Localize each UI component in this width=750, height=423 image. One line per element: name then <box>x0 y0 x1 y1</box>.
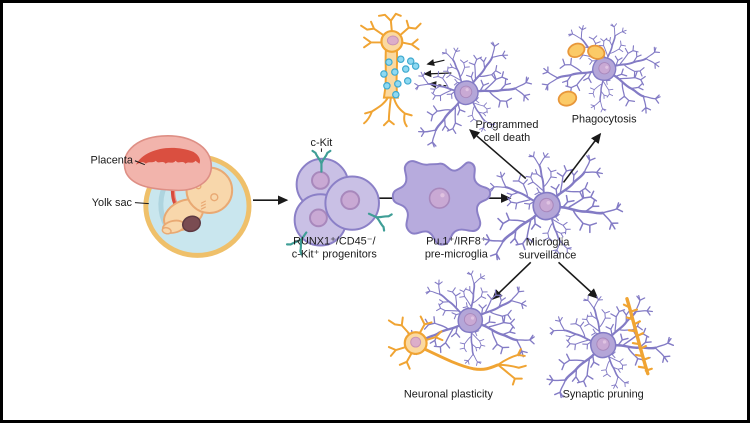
microglia-plasticity-cell <box>396 260 548 383</box>
yolk-sac-label: Yolk sac <box>92 197 133 209</box>
placenta-pointer-line <box>134 160 146 166</box>
placenta-villi <box>135 147 201 165</box>
surveillance-label-line2: surveillance <box>519 249 577 261</box>
yolk-sac-pointer-line <box>134 202 149 205</box>
spiny-dendrite <box>622 297 653 376</box>
embryo-illustration <box>123 135 252 258</box>
pcd-label-line1: Programmed <box>475 119 538 131</box>
apoptotic-neuron <box>360 12 422 128</box>
pre-microglia-label-line2: pre-microglia <box>425 248 489 260</box>
embryo-dark-blob <box>181 215 201 233</box>
apoptotic-bodies <box>380 55 420 99</box>
fetus-hand <box>200 200 206 210</box>
neuron-axon-roots <box>363 96 413 128</box>
pcd-label-line2: cell death <box>484 132 531 144</box>
arrow-to-phagocytosis <box>562 132 602 183</box>
engulfed-debris <box>557 42 606 107</box>
axon-terminal-fan <box>497 348 527 386</box>
pre-microglia-label-line1: Pu.1⁺/IRF8⁺ <box>426 236 487 248</box>
surveillance-label-line1: Microglia <box>526 237 571 249</box>
synaptic-pruning-label: Synaptic pruning <box>563 388 644 400</box>
diagram-canvas: Placenta Yolk sac c-Kit RUNX1⁺/CD45⁻/ c-… <box>91 3 747 420</box>
plasticity-neuron <box>387 315 527 386</box>
progenitors-label-line1: RUNX1⁺/CD45⁻/ <box>293 236 376 248</box>
neuronal-plasticity-label: Neuronal plasticity <box>404 388 494 400</box>
progenitors-label-line2: c-Kit⁺ progenitors <box>292 248 378 260</box>
arrow-to-neuronal-plasticity <box>491 261 532 300</box>
arrow-to-synaptic-pruning <box>557 261 599 299</box>
arrow-to-programmed-cell-death <box>469 129 527 180</box>
c-kit-label: c-Kit <box>311 137 333 149</box>
progenitor-cells <box>285 149 393 256</box>
placenta-shape <box>123 135 213 192</box>
phagocytosis-label: Phagocytosis <box>572 113 637 125</box>
fetus-ear <box>210 193 219 202</box>
placenta-label: Placenta <box>91 155 134 167</box>
pre-microglia-cell <box>391 160 492 246</box>
